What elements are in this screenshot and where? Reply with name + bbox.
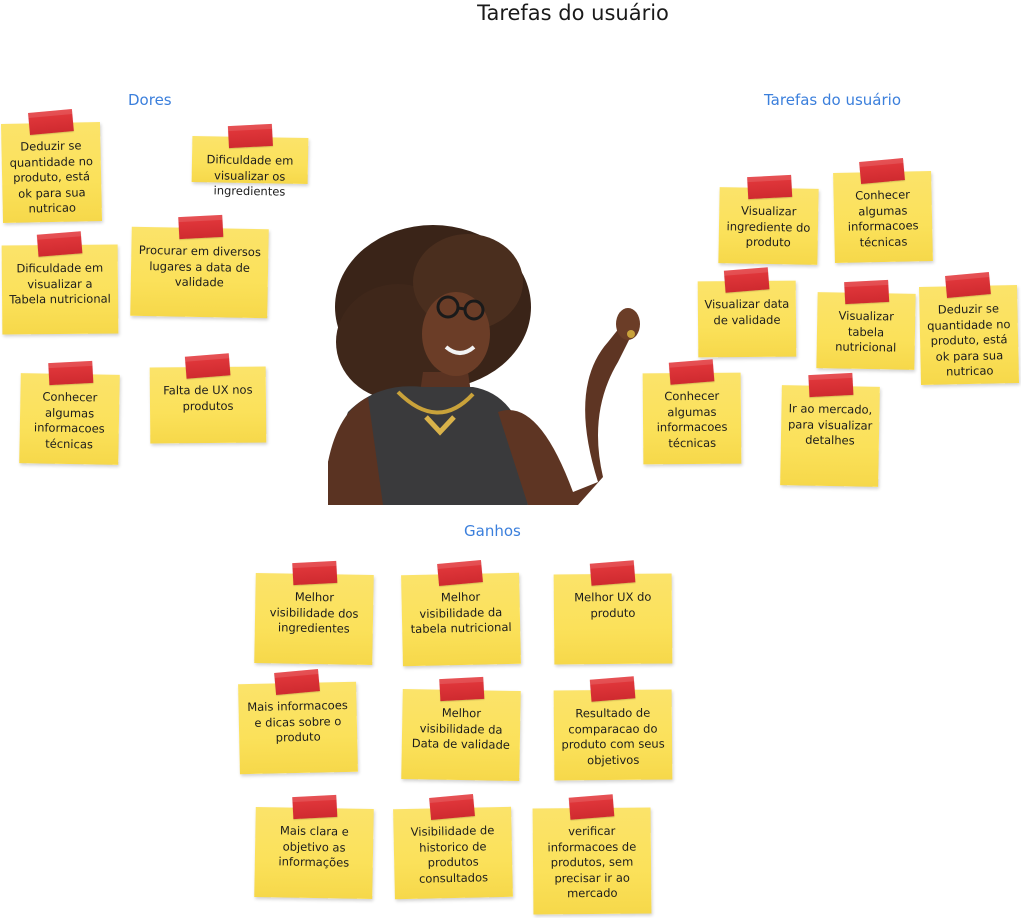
section-title-ganhos: Ganhos: [464, 522, 521, 540]
tape-icon: [177, 214, 223, 240]
sticky-note-ganhos-5[interactable]: Melhor visibilidade da Data de validade: [401, 676, 521, 782]
sticky-note-text: Resultado de comparacao do produto com s…: [561, 705, 665, 767]
sticky-note-text: Visualizar tabela nutricional: [835, 308, 897, 355]
sticky-note-text: Visualizar ingrediente do produto: [726, 203, 811, 250]
sticky-note-text: Visibilidade de historico de produtos co…: [410, 823, 495, 886]
sticky-note-text: Mais clara e objetivo as informações: [278, 823, 350, 870]
tape-icon: [859, 158, 905, 184]
tape-icon: [437, 560, 483, 586]
tape-icon: [47, 360, 93, 386]
tape-icon: [808, 372, 854, 398]
sticky-note-text: Deduzir se quantidade no produto, está o…: [926, 301, 1011, 379]
sticky-note-text: Dificuldade em visualizar a Tabela nutri…: [9, 260, 111, 307]
sticky-note-dores-2[interactable]: Dificuldade em visualizar os ingrediente…: [191, 123, 309, 199]
sticky-note-text: Procurar em diversos lugares a data de v…: [138, 242, 262, 290]
sticky-note-dores-1[interactable]: Deduzir se quantidade no produto, está o…: [0, 109, 103, 224]
sticky-note-tarefas-6[interactable]: Conhecer algumas informacoes técnicas: [642, 359, 742, 465]
sticky-note-dores-3[interactable]: Dificuldade em visualizar a Tabela nutri…: [1, 231, 119, 335]
sticky-note-text: Mais informacoes e dicas sobre o produto: [247, 697, 348, 745]
section-title-tarefas: Tarefas do usuário: [764, 91, 901, 109]
tape-icon: [274, 669, 320, 695]
tape-icon: [746, 174, 792, 200]
sticky-note-dores-5[interactable]: Conhecer algumas informacoes técnicas: [19, 360, 120, 465]
tape-icon: [439, 676, 485, 702]
sticky-note-tarefas-5[interactable]: Deduzir se quantidade no produto, está o…: [918, 272, 1020, 386]
sticky-note-ganhos-8[interactable]: Visibilidade de historico de produtos co…: [393, 794, 513, 900]
sticky-note-text: Conhecer algumas informacoes técnicas: [656, 388, 728, 450]
sticky-note-tarefas-2[interactable]: Conhecer algumas informacoes técnicas: [833, 158, 933, 264]
tape-icon: [292, 794, 338, 820]
section-title-dores: Dores: [128, 91, 172, 109]
tape-icon: [589, 676, 636, 702]
sticky-note-dores-4[interactable]: Procurar em diversos lugares a data de v…: [130, 214, 269, 319]
sticky-note-tarefas-3[interactable]: Visualizar data de validade: [697, 267, 797, 358]
tape-icon: [589, 560, 636, 586]
sticky-note-text: Deduzir se quantidade no produto, está o…: [9, 138, 94, 216]
tape-icon: [723, 267, 770, 293]
sticky-note-text: Dificuldade em visualizar os ingrediente…: [206, 152, 294, 199]
page-title: Tarefas do usuário: [477, 1, 669, 25]
tape-icon: [27, 109, 74, 135]
sticky-note-text: Melhor visibilidade da Data de validade: [411, 705, 511, 752]
sticky-note-ganhos-6[interactable]: Resultado de comparacao do produto com s…: [553, 676, 673, 781]
sticky-note-text: Melhor visibilidade dos ingredientes: [269, 589, 359, 636]
sticky-note-text: Conhecer algumas informacoes técnicas: [847, 187, 919, 249]
tape-icon: [945, 272, 991, 298]
tape-icon: [227, 123, 273, 149]
tape-icon: [292, 560, 338, 586]
sticky-note-ganhos-3[interactable]: Melhor UX do produto: [553, 560, 673, 665]
sticky-note-text: Melhor visibilidade da tabela nutriciona…: [410, 589, 512, 637]
sticky-note-text: Melhor UX do produto: [574, 589, 652, 620]
sticky-note-tarefas-4[interactable]: Visualizar tabela nutricional: [816, 279, 916, 370]
sticky-note-ganhos-7[interactable]: Mais clara e objetivo as informações: [254, 794, 374, 900]
sticky-note-text: verificar informacoes de produtos, sem p…: [547, 823, 637, 901]
sticky-note-tarefas-7[interactable]: Ir ao mercado, para visualizar detalhes: [780, 372, 880, 487]
sticky-note-ganhos-9[interactable]: verificar informacoes de produtos, sem p…: [532, 794, 652, 915]
woman-pointing-illustration: [328, 222, 644, 505]
tape-icon: [36, 231, 83, 257]
sticky-note-dores-6[interactable]: Falta de UX nos produtos: [149, 353, 267, 444]
sticky-note-text: Visualizar data de validade: [704, 296, 790, 327]
tape-icon: [668, 359, 715, 385]
sticky-note-ganhos-1[interactable]: Melhor visibilidade dos ingredientes: [254, 560, 374, 666]
sticky-note-text: Ir ao mercado, para visualizar detalhes: [787, 401, 873, 448]
sticky-note-text: Falta de UX nos produtos: [163, 382, 253, 413]
tape-icon: [184, 353, 231, 379]
sticky-note-text: Conhecer algumas informacoes técnicas: [33, 389, 105, 451]
sticky-note-tarefas-1[interactable]: Visualizar ingrediente do produto: [718, 174, 819, 265]
tape-icon: [429, 794, 475, 820]
tape-icon: [568, 794, 615, 820]
tape-icon: [844, 279, 890, 305]
sticky-note-ganhos-2[interactable]: Melhor visibilidade da tabela nutriciona…: [401, 560, 521, 667]
sticky-note-ganhos-4[interactable]: Mais informacoes e dicas sobre o produto: [238, 669, 358, 775]
